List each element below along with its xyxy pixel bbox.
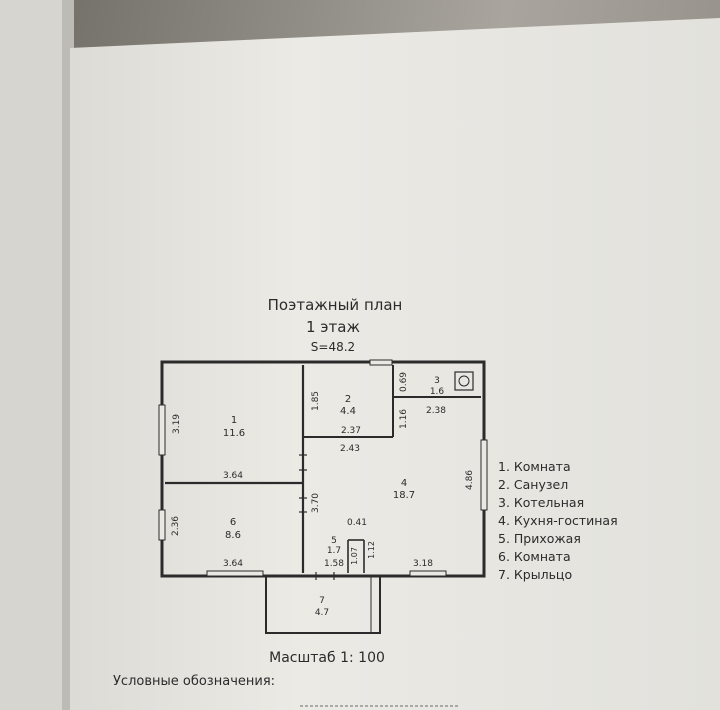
room-6-area: 8.6 — [225, 530, 241, 541]
legend-item: 2. Санузел — [498, 477, 568, 492]
dim-room4-height: 4.86 — [465, 470, 475, 490]
room-4-area: 18.7 — [393, 490, 415, 501]
window-bottom-room4 — [409, 570, 447, 577]
plan-title: Поэтажный план — [268, 296, 403, 314]
boiler-icon — [454, 371, 474, 391]
room-4-number: 4 — [401, 478, 407, 489]
legend-item: 1. Комната — [498, 459, 571, 474]
dimension-labels: 3.19 3.64 1.85 2.37 2.43 0.69 2.38 1.16 … — [171, 372, 475, 569]
room-6-number: 6 — [230, 517, 236, 528]
window-right-room4 — [480, 439, 488, 511]
room-3-area: 1.6 — [430, 387, 445, 397]
window-bottom-room6 — [206, 570, 264, 577]
room-5-area: 1.7 — [327, 546, 341, 556]
dim-room1-height: 3.19 — [172, 414, 182, 434]
window-top — [369, 359, 393, 366]
legend-item: 6. Комната — [498, 549, 571, 564]
dim-room6-height: 2.36 — [171, 516, 181, 536]
room-3-number: 3 — [434, 376, 440, 386]
dim-room6-width: 3.64 — [223, 559, 243, 569]
dim-room2-width-inner: 2.37 — [341, 426, 361, 436]
room-1-number: 1 — [231, 415, 237, 426]
dim-room4-small: 1.16 — [399, 409, 409, 429]
dim-room3-width: 2.38 — [426, 406, 446, 416]
plan-area: S=48.2 — [311, 340, 355, 354]
back-page-sheet — [0, 0, 70, 710]
floor-plan — [158, 359, 488, 634]
legend-item: 5. Прихожая — [498, 531, 581, 546]
legend-heading: Условные обозначения: — [113, 674, 275, 689]
dim-room3-height: 0.69 — [399, 372, 409, 392]
room-7-area: 4.7 — [315, 608, 329, 618]
legend-item: 7. Крыльцо — [498, 567, 572, 582]
dim-corridor-height: 3.70 — [311, 493, 321, 513]
page-sheet — [70, 18, 720, 710]
legend-item: 3. Котельная — [498, 495, 584, 510]
dim-room5-height-a: 1.07 — [350, 547, 359, 565]
dim-room5-height-b: 1.12 — [367, 541, 376, 559]
plan-floor: 1 этаж — [306, 318, 360, 336]
dim-room4-width: 3.18 — [413, 559, 433, 569]
porch-outline — [265, 576, 381, 634]
room-labels: 1 11.6 2 4.4 3 1.6 4 18.7 5 1.7 6 8.6 7 … — [223, 376, 445, 618]
dim-room5-width-top: 0.41 — [347, 518, 367, 528]
dim-room5-width: 1.58 — [324, 559, 344, 569]
room-5-number: 5 — [331, 536, 337, 546]
dim-room1-width: 3.64 — [223, 471, 243, 481]
boiler-icon-circle — [458, 375, 470, 387]
plan-scale: Масштаб 1: 100 — [269, 650, 385, 666]
room-2-area: 4.4 — [340, 406, 356, 417]
room-2-number: 2 — [345, 394, 351, 405]
legend-item: 4. Кухня-гостиная — [498, 513, 618, 528]
dim-room2-width-outer: 2.43 — [340, 444, 360, 454]
room-1-area: 11.6 — [223, 428, 245, 439]
room-7-number: 7 — [319, 596, 325, 606]
room-legend: 1. Комната 2. Санузел 3. Котельная 4. Ку… — [498, 459, 618, 582]
window-left-room6 — [158, 509, 166, 541]
dim-room2-height: 1.85 — [311, 391, 321, 411]
window-left-room1 — [158, 404, 166, 456]
